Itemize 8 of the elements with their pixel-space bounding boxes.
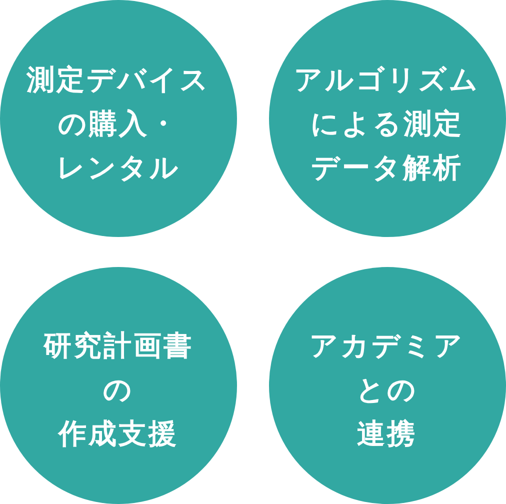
circle-node	[268, 266, 506, 504]
node-label: 測定デバイスの購入・レンタル	[26, 62, 210, 186]
circle-node	[268, 0, 506, 237]
node-label: アカデミアとの連携	[310, 328, 464, 452]
circle-node	[0, 266, 237, 504]
circle-node	[0, 0, 237, 237]
node-label: アルゴリズムによる測定データ解析	[294, 62, 480, 186]
node-label: 研究計画書の作成支援	[44, 328, 194, 452]
